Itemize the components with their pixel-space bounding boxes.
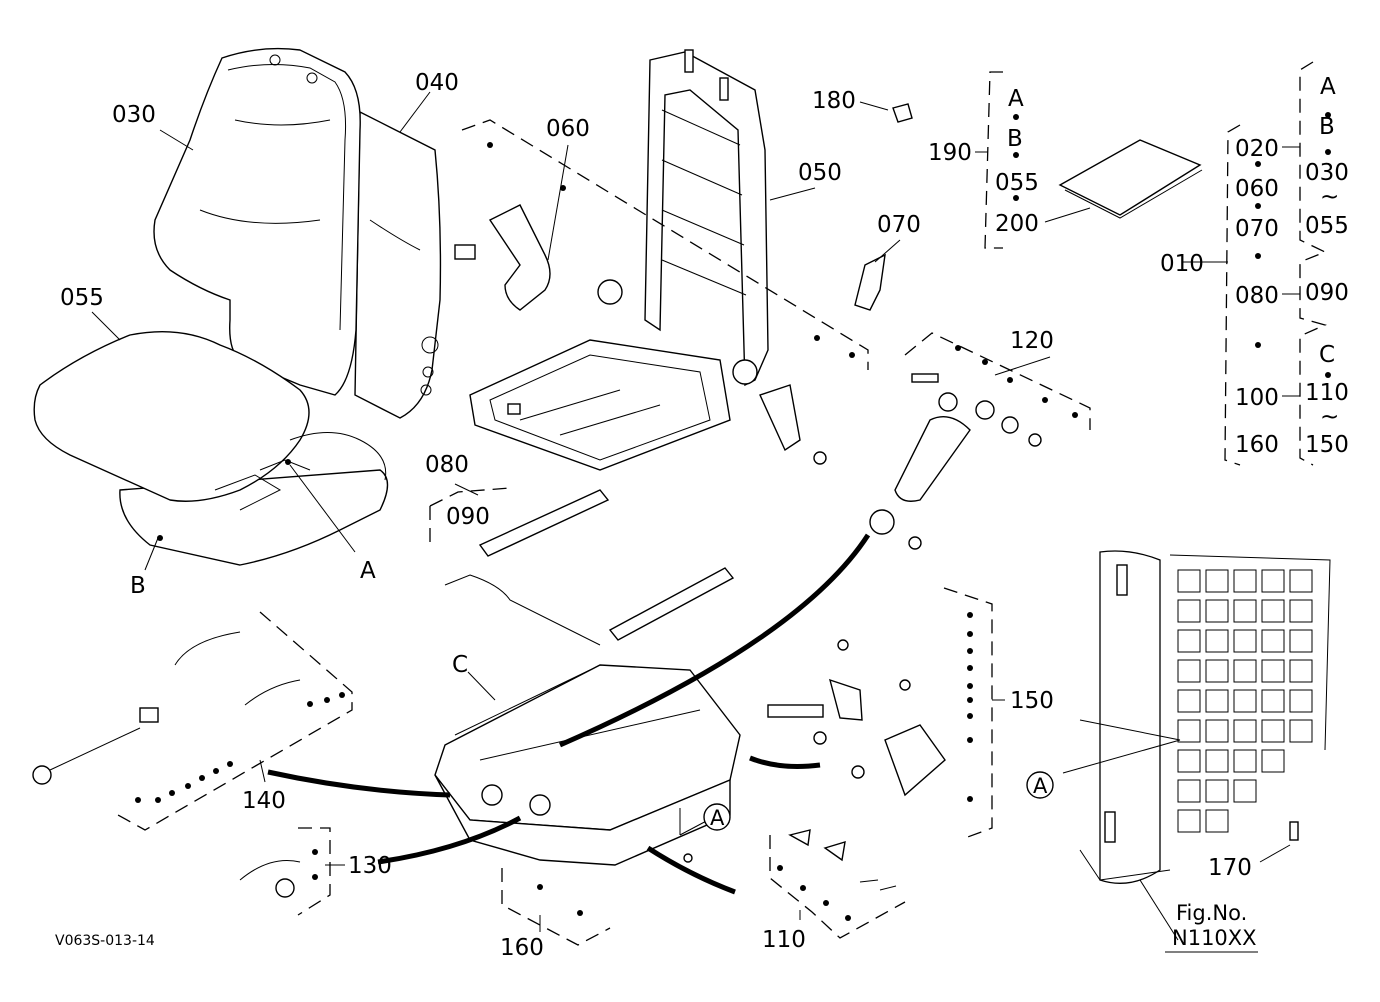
lever-070 <box>854 253 886 311</box>
slide-rails <box>444 489 735 646</box>
group-010-060: 060 <box>1235 176 1279 202</box>
group-010: 010 020 060 070 080 100 160 A B 030 ~ 05… <box>1160 74 1349 458</box>
callout-040: 040 <box>415 70 459 96</box>
suspension-base <box>434 664 741 866</box>
callout-120: 120 <box>1010 328 1054 354</box>
group-010-r-C: C <box>1319 342 1335 368</box>
callout-C: C <box>452 652 468 678</box>
callout-140: 140 <box>242 788 286 814</box>
cab-section <box>1079 550 1331 884</box>
fig-number: N110XX <box>1172 926 1257 950</box>
callout-130: 130 <box>348 853 392 879</box>
group-boundaries <box>117 61 1327 946</box>
callout-A: A <box>360 558 376 584</box>
seat-belt-buckle <box>454 204 551 311</box>
seat-belt-tongue <box>759 384 827 465</box>
callout-150: 150 <box>1010 688 1054 714</box>
callout-160: 160 <box>500 935 544 961</box>
shock-absorber <box>869 373 1042 550</box>
group-010-080: 080 <box>1235 283 1279 309</box>
seat-back-cushion <box>153 47 442 419</box>
group-190-item-A: A <box>1008 86 1024 112</box>
small-hardware <box>239 639 946 898</box>
group-190-label: 190 <box>928 140 972 166</box>
callout-060: 060 <box>546 116 590 142</box>
group-010-r-tilde2: ~ <box>1320 404 1339 430</box>
reference-dots <box>135 112 1331 921</box>
group-010-r-030: 030 <box>1305 160 1349 186</box>
group-190-item-B: B <box>1007 126 1023 152</box>
callout-110: 110 <box>762 927 806 953</box>
group-010-r-150: 150 <box>1305 432 1349 458</box>
callout-030: 030 <box>112 102 156 128</box>
callout-180: 180 <box>812 88 856 114</box>
group-190: 190 A B 055 200 <box>928 86 1039 237</box>
group-010-020: 020 <box>1235 136 1279 162</box>
callout-170: 170 <box>1208 855 1252 881</box>
group-010-070: 070 <box>1235 216 1279 242</box>
callout-A-circle-cab: A <box>1033 774 1048 798</box>
callout-A-circle-base: A <box>710 806 725 830</box>
springs-140 <box>32 631 301 785</box>
manual-200 <box>1058 139 1203 219</box>
assembly-arrows <box>267 533 871 895</box>
callout-B: B <box>130 573 146 599</box>
group-010-r-110: 110 <box>1305 380 1349 406</box>
group-010-r-B: B <box>1319 114 1335 140</box>
callout-070: 070 <box>877 212 921 238</box>
group-010-label: 010 <box>1160 251 1204 277</box>
seat-frame <box>469 49 769 471</box>
figure-number: Fig.No. N110XX <box>1165 901 1258 953</box>
group-010-r-tilde1: ~ <box>1320 184 1339 210</box>
group-010-r-055: 055 <box>1305 213 1349 239</box>
group-190-item-055: 055 <box>995 170 1039 196</box>
drawing-code: V063S-013-14 <box>55 933 155 949</box>
group-010-100: 100 <box>1235 385 1279 411</box>
seat-cushion <box>33 331 389 566</box>
group-010-r-A: A <box>1320 74 1336 100</box>
callout-090: 090 <box>446 504 490 530</box>
part-callouts: 030 040 055 A B 060 050 070 180 080 090 … <box>60 70 1252 961</box>
clip-180 <box>892 103 913 123</box>
callout-055: 055 <box>60 285 104 311</box>
callout-080: 080 <box>425 452 469 478</box>
group-190-item-200: 200 <box>995 211 1039 237</box>
callout-050: 050 <box>798 160 842 186</box>
group-010-r-090: 090 <box>1305 280 1349 306</box>
group-010-160: 160 <box>1235 432 1279 458</box>
fig-label: Fig.No. <box>1176 901 1247 925</box>
